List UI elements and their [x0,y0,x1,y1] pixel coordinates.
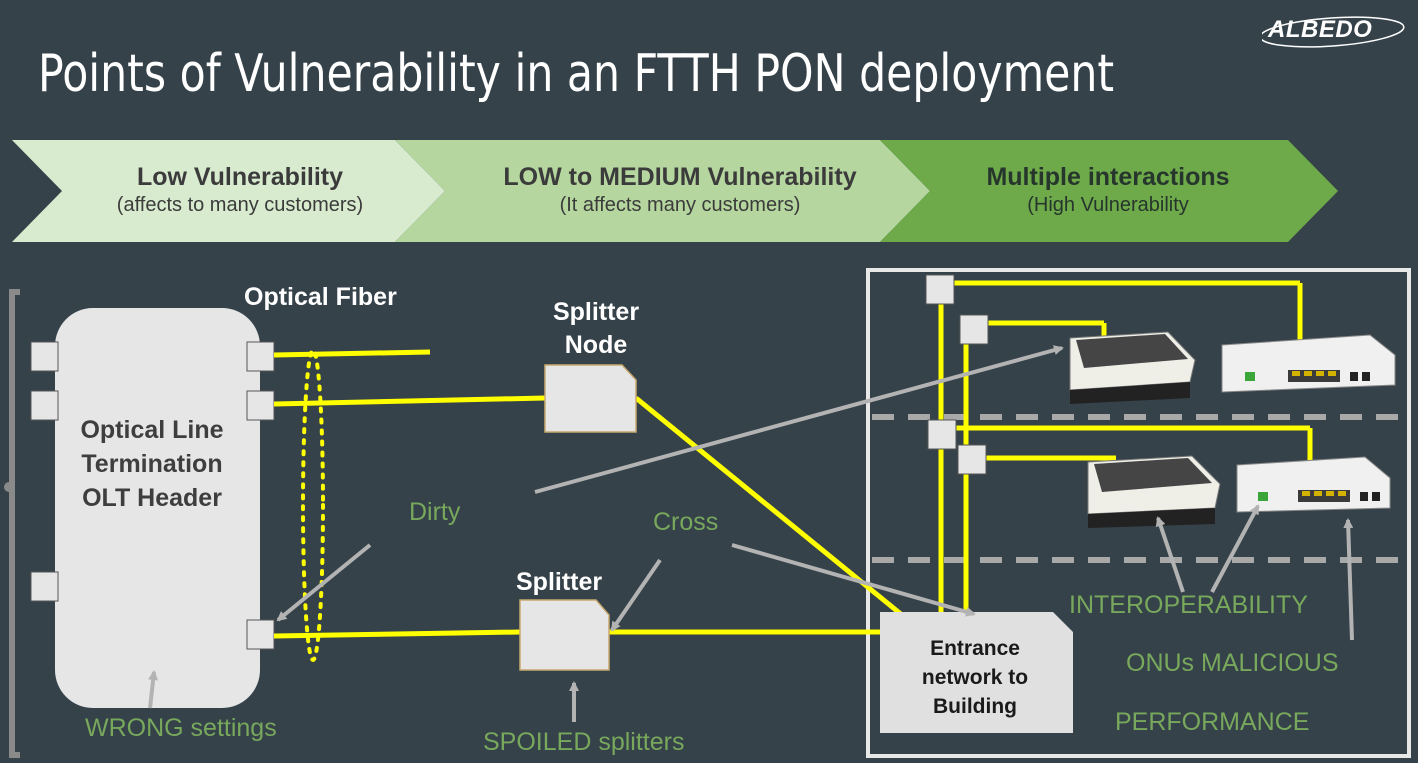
band-high-shape [880,140,1338,242]
band-low-heading: Low Vulnerability [136,163,344,191]
band-medium-sub: (It affects many customers) [559,194,801,216]
olt-port-right-3 [246,619,275,650]
olt-port-right-2 [246,390,275,421]
rack-bracket [9,289,20,758]
olt-label: Optical Line Termination OLT Header [80,416,224,512]
onu-device-lower [1236,456,1391,513]
building-frame [866,268,1411,758]
spoiled-splitters-label: SPOILED splitters [483,728,685,756]
rack-knob [4,482,14,492]
splitter-box [519,599,610,671]
olt-port-left-1 [30,341,59,372]
slide-title: Points of Vulnerability in an FTTH PON d… [38,44,1115,104]
splitter-node-box [544,364,637,433]
pointer-arrows [148,345,1354,722]
band-high: Multiple interactions (High Vulnerabilit… [958,163,1258,217]
dirty-fiber-marker [301,348,325,662]
junction-box-1 [925,274,955,305]
olt-port-right-1 [246,341,275,372]
cross-label: Cross [653,508,719,536]
dirty-label: Dirty [409,498,461,526]
wrong-settings-label: WRONG settings [85,714,277,742]
optical-fiber-label: Optical Fiber [244,283,397,311]
band-low-shape [12,140,445,242]
band-medium-shape [395,140,930,242]
onus-malicious-label: ONUs MALICIOUS [1126,649,1339,677]
onu-device-upper [1221,334,1396,393]
performance-label: PERFORMANCE [1115,708,1310,736]
router-device-upper [1069,331,1196,404]
band-medium-heading: LOW to MEDIUM Vulnerability [503,163,857,191]
albedo-logo: ALBEDO [1262,12,1412,48]
junction-box-4 [957,444,987,475]
entrance-label: Entrance network to Building [921,637,1029,718]
olt-port-left-3 [30,571,59,602]
olt-chassis [55,308,260,708]
logo-text: ALBEDO [1268,16,1373,43]
junction-box-2 [959,314,989,345]
interoperability-label: INTEROPERABILITY [1069,591,1308,619]
splitter-label: Splitter [516,568,603,596]
band-medium: LOW to MEDIUM Vulnerability (It affects … [470,163,890,217]
band-low-sub: (affects to many customers) [116,194,364,216]
splitter-node-label: Splitter Node [552,298,640,359]
junction-box-3 [927,419,957,450]
band-high-sub: (High Vulnerability [1027,194,1189,216]
fiber-lines [273,280,1313,639]
olt-port-left-2 [30,390,59,421]
entrance-box [880,612,1073,733]
band-low: Low Vulnerability (affects to many custo… [90,163,390,217]
band-high-heading: Multiple interactions [986,163,1230,191]
router-device-lower [1087,455,1221,528]
